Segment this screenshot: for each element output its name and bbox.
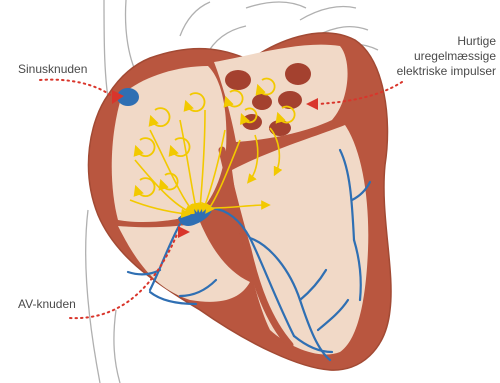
impulse-label-line-3: elektriske impulser xyxy=(397,64,496,79)
sinus-node-label: Sinusknuden xyxy=(18,62,87,77)
impulse-label: Hurtige uregelmæssige elektriske impulse… xyxy=(397,34,496,79)
impulse-label-line-1: Hurtige xyxy=(397,34,496,49)
impulse-label-line-2: uregelmæssige xyxy=(397,49,496,64)
av-node-label: AV-knuden xyxy=(18,297,76,312)
